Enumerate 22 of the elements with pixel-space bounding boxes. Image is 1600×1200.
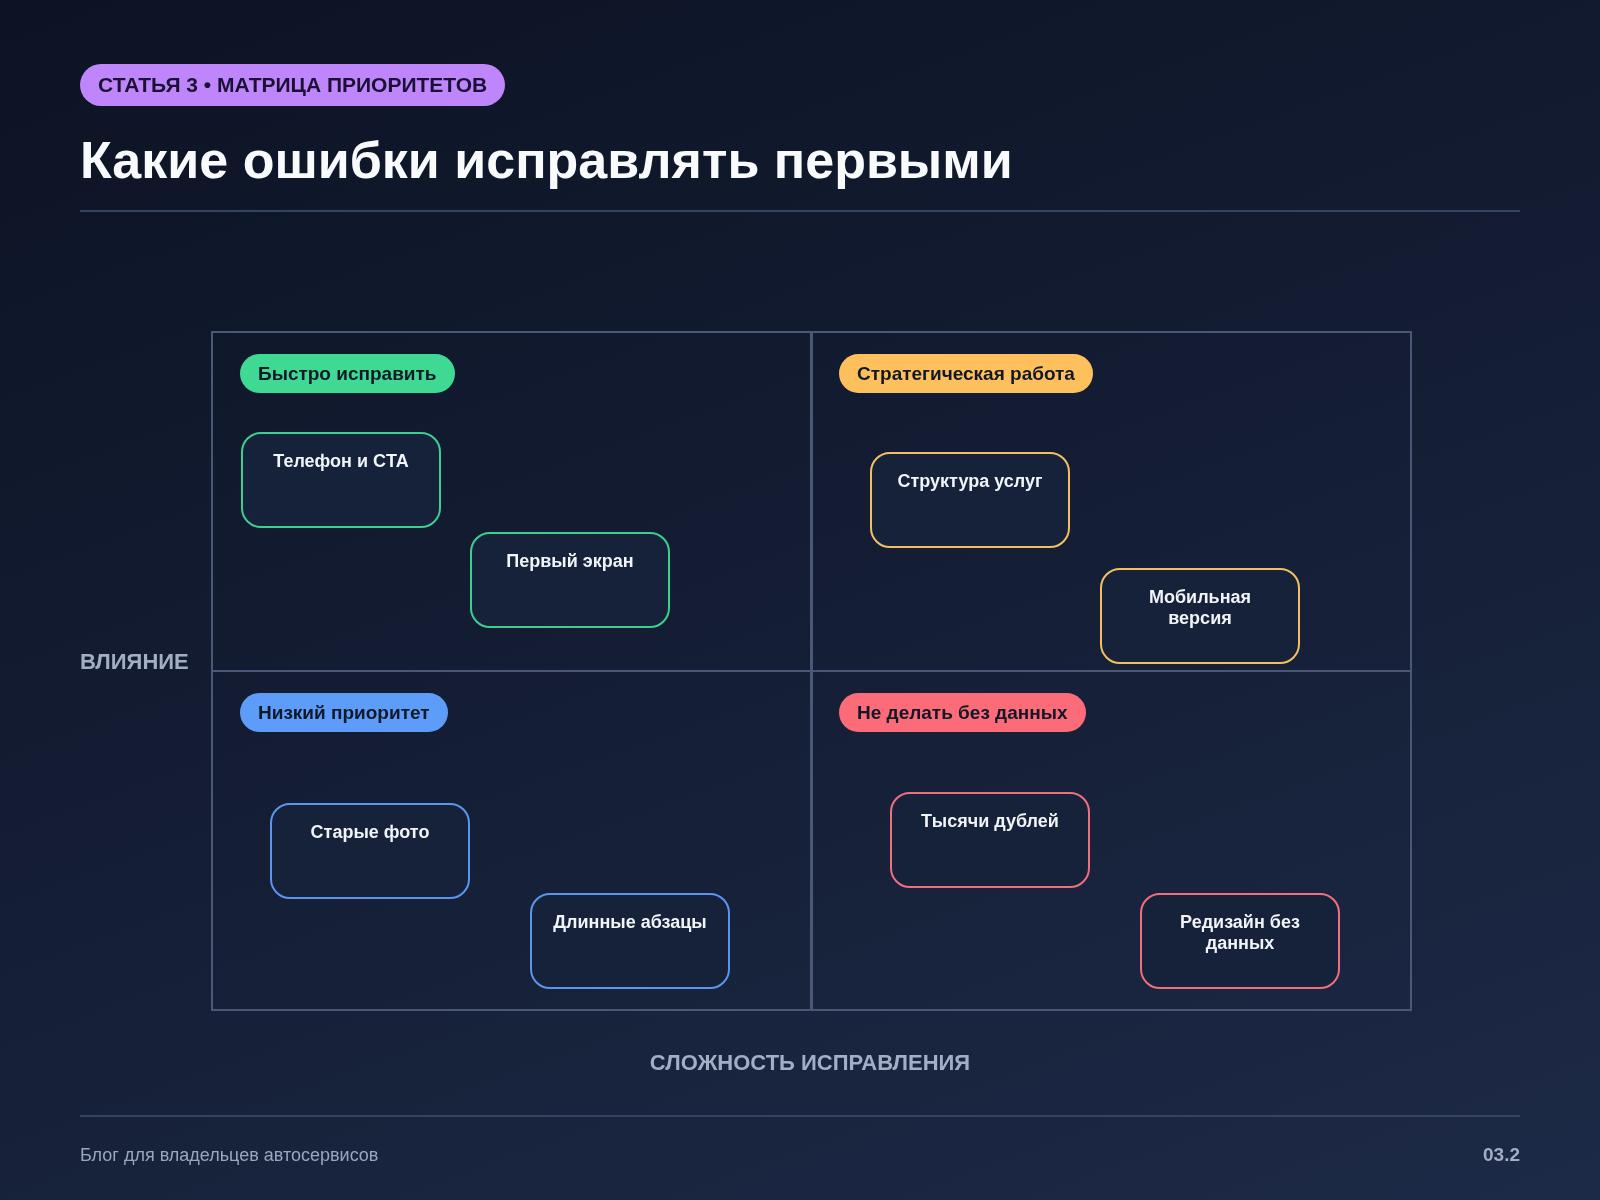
matrix-quadrant (810, 331, 1412, 672)
axis-label: ВЛИЯНИЕ (80, 649, 189, 675)
footer-text: Блог для владельцев автосервисов (80, 1144, 379, 1166)
quadrant-tag: Не делать без данных (839, 693, 1086, 732)
item-card: Длинные абзацы (530, 893, 730, 989)
item-card: Мобильная версия (1100, 568, 1300, 664)
page-title: Какие ошибки исправлять первыми (80, 130, 1013, 190)
item-card: Старые фото (270, 803, 470, 899)
item-card: Первый экран (470, 532, 670, 628)
axis-label: СЛОЖНОСТЬ ИСПРАВЛЕНИЯ (649, 1050, 971, 1076)
item-card: Редизайн без данных (1140, 893, 1340, 989)
matrix-quadrant (211, 331, 813, 672)
page-number: 03.2 (1483, 1144, 1520, 1166)
quadrant-tag: Стратегическая работа (839, 354, 1093, 393)
matrix-quadrant (211, 670, 813, 1011)
item-card: Телефон и CTA (241, 432, 441, 528)
quadrant-tag: Низкий приоритет (240, 693, 448, 732)
item-card: Тысячи дублей (890, 792, 1090, 888)
matrix-quadrant (810, 670, 1412, 1011)
quadrant-tag: Быстро исправить (240, 354, 455, 393)
article-tag: СТАТЬЯ 3 • МАТРИЦА ПРИОРИТЕТОВ (80, 64, 506, 106)
item-card: Структура услуг (870, 452, 1070, 548)
